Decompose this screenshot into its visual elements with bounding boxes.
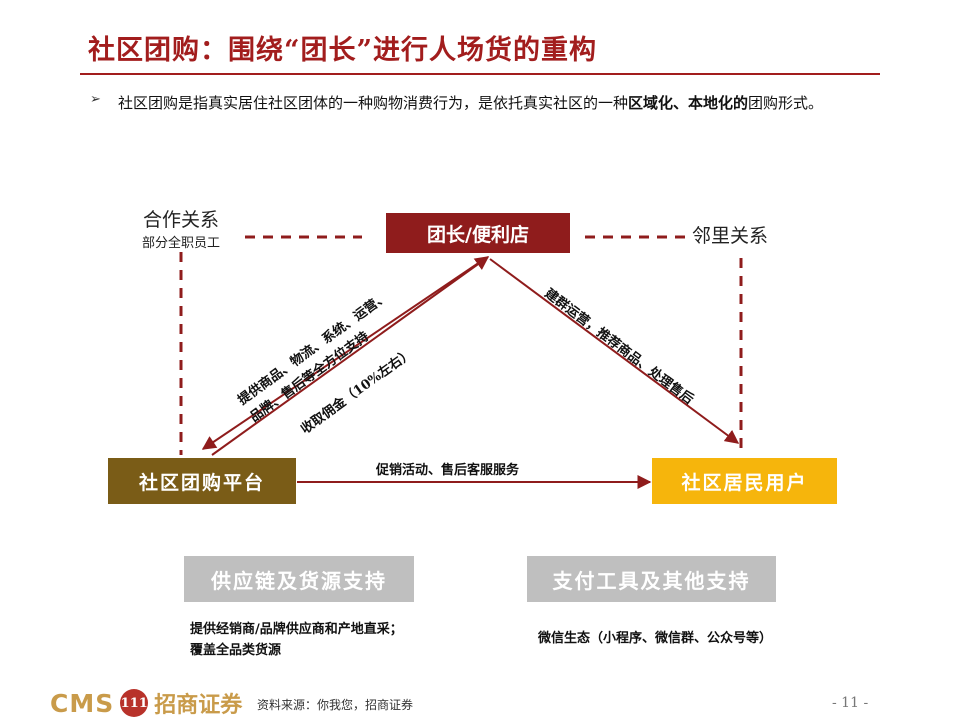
- supply-support-box: 供应链及货源支持: [184, 556, 414, 602]
- seal-logo-icon: 111: [120, 689, 149, 717]
- definition-text: 社区团购是指真实居住社区团体的一种购物消费行为，是依托真实社区的一种: [118, 94, 629, 112]
- cooperation-note: 部分全职员工: [141, 236, 220, 251]
- arrow-platform-to-leader: [211, 256, 490, 456]
- arrow-leader-to-resident: [489, 258, 740, 444]
- footer-logo: CMS 111 招商证券: [50, 687, 242, 719]
- supply-caption-line1: 提供经销商/品牌供应商和产地直采；: [190, 622, 403, 637]
- bullet-arrow-icon: ➢: [90, 92, 101, 107]
- service-edge-label: 促销活动、售后客服服务: [376, 463, 520, 478]
- payment-support-box: 支付工具及其他支持: [527, 556, 776, 602]
- definition-emphasis: 区域化、本地化的: [628, 94, 749, 112]
- neighborhood-label: 邻里关系: [692, 225, 769, 247]
- definition-paragraph: 社区团购是指真实居住社区团体的一种购物消费行为，是依托真实社区的一种区域化、本地…: [118, 89, 878, 118]
- page-title: 社区团购：围绕“团长”进行人场货的重构: [88, 35, 598, 66]
- definition-tail: 团购形式。: [748, 94, 824, 112]
- page-number: - 11 -: [832, 695, 869, 711]
- cms-logo-text: CMS: [50, 688, 115, 718]
- source-note: 资料来源：你我您，招商证券: [257, 698, 414, 712]
- cooperation-label: 合作关系: [142, 209, 219, 231]
- supply-caption-line2: 覆盖全品类货源: [190, 643, 282, 658]
- cooperation-label-group: 合作关系 部分全职员工: [126, 205, 236, 251]
- brand-name: 招商证券: [154, 692, 243, 718]
- arrow-leader-to-platform: [201, 261, 481, 450]
- supply-caption: 提供经销商/品牌供应商和产地直采； 覆盖全品类货源: [190, 619, 403, 661]
- resident-node: 社区居民用户: [652, 458, 837, 504]
- leader-node: 团长/便利店: [386, 213, 570, 253]
- platform-node: 社区团购平台: [108, 458, 296, 504]
- title-divider: [80, 73, 880, 75]
- payment-caption: 微信生态（小程序、微信群、公众号等）: [538, 631, 773, 646]
